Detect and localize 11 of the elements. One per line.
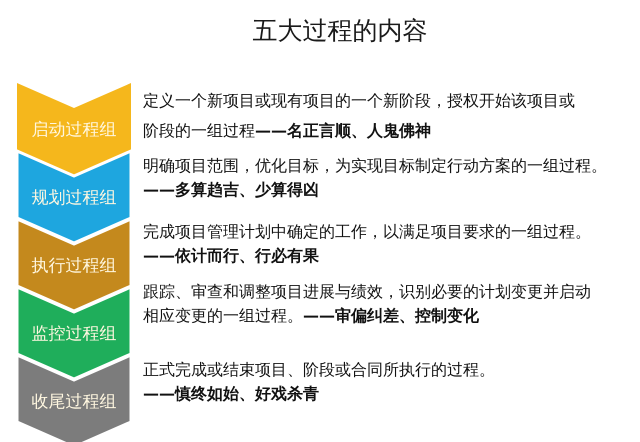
description-text: 跟踪、审查和调整项目进展与绩效，识别必要的计划变更并启动相应变更的一组过程。——审偏纠差、控制变化: [143, 281, 592, 327]
process-group-label: 监控过程组: [30, 323, 118, 345]
description-text: 完成项目管理计划中确定的工作，以满足项目要求的一组过程。——依计而行、行必有果: [143, 221, 592, 267]
description-text: 正式完成或结束项目、阶段或合同所执行的过程。——慎终如始、好戏杀青: [143, 359, 496, 405]
process-group-label: 启动过程组: [30, 119, 118, 141]
process-group-label: 规划过程组: [30, 187, 118, 209]
description-text: 明确项目范围，优化目标，为实现目标制定行动方案的一组过程。——多算趋吉、少算得凶: [143, 155, 608, 201]
description-text: 定义一个新项目或现有项目的一个新阶段，授权开始该项目或阶段的一组过程——名正言顺、人鬼佛神: [143, 90, 576, 142]
process-group-label: 执行过程组: [30, 255, 118, 277]
process-group-label: 收尾过程组: [30, 391, 118, 413]
title: 五大过程的内容: [252, 15, 428, 47]
